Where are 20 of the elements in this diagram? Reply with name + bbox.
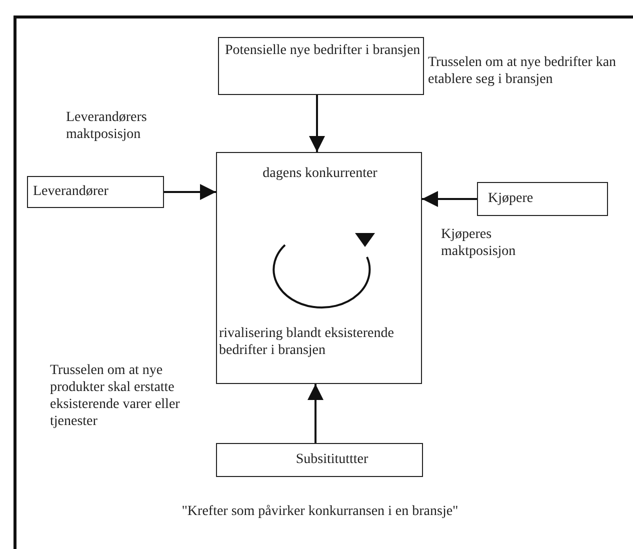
force-box — [218, 37, 424, 95]
annotation-text: Trusselen om at nye bedrifter kan etablere seg i bransjen — [428, 54, 618, 88]
box-text: Potensielle nye bedrifter i bransjen — [225, 42, 421, 59]
caption: "Krefter som påvirker konkurransen i en bransje" — [180, 503, 460, 520]
annotation-text: Trusselen om at nye produkter skal erstatte eksisterende varer eller tjenester — [50, 362, 181, 430]
arrow — [164, 184, 216, 200]
annotation-text: Leverandørers maktposisjon — [66, 109, 148, 143]
force-box — [477, 182, 608, 216]
arrow — [308, 384, 324, 443]
arrow — [309, 95, 325, 152]
central-box — [216, 152, 422, 384]
box-text: rivalisering blandt eksisterende bedrifter i bransjen — [219, 325, 395, 359]
box-text: Kjøpere — [488, 190, 534, 207]
arrow — [422, 191, 477, 207]
force-box — [27, 176, 164, 208]
annotation-text: Kjøperes maktposisjon — [441, 226, 517, 260]
force-box — [216, 443, 423, 477]
box-heading: dagens konkurrenter — [262, 165, 378, 182]
box-text: Leverandører — [33, 183, 110, 200]
box-text: Subsitituttter — [294, 451, 370, 468]
